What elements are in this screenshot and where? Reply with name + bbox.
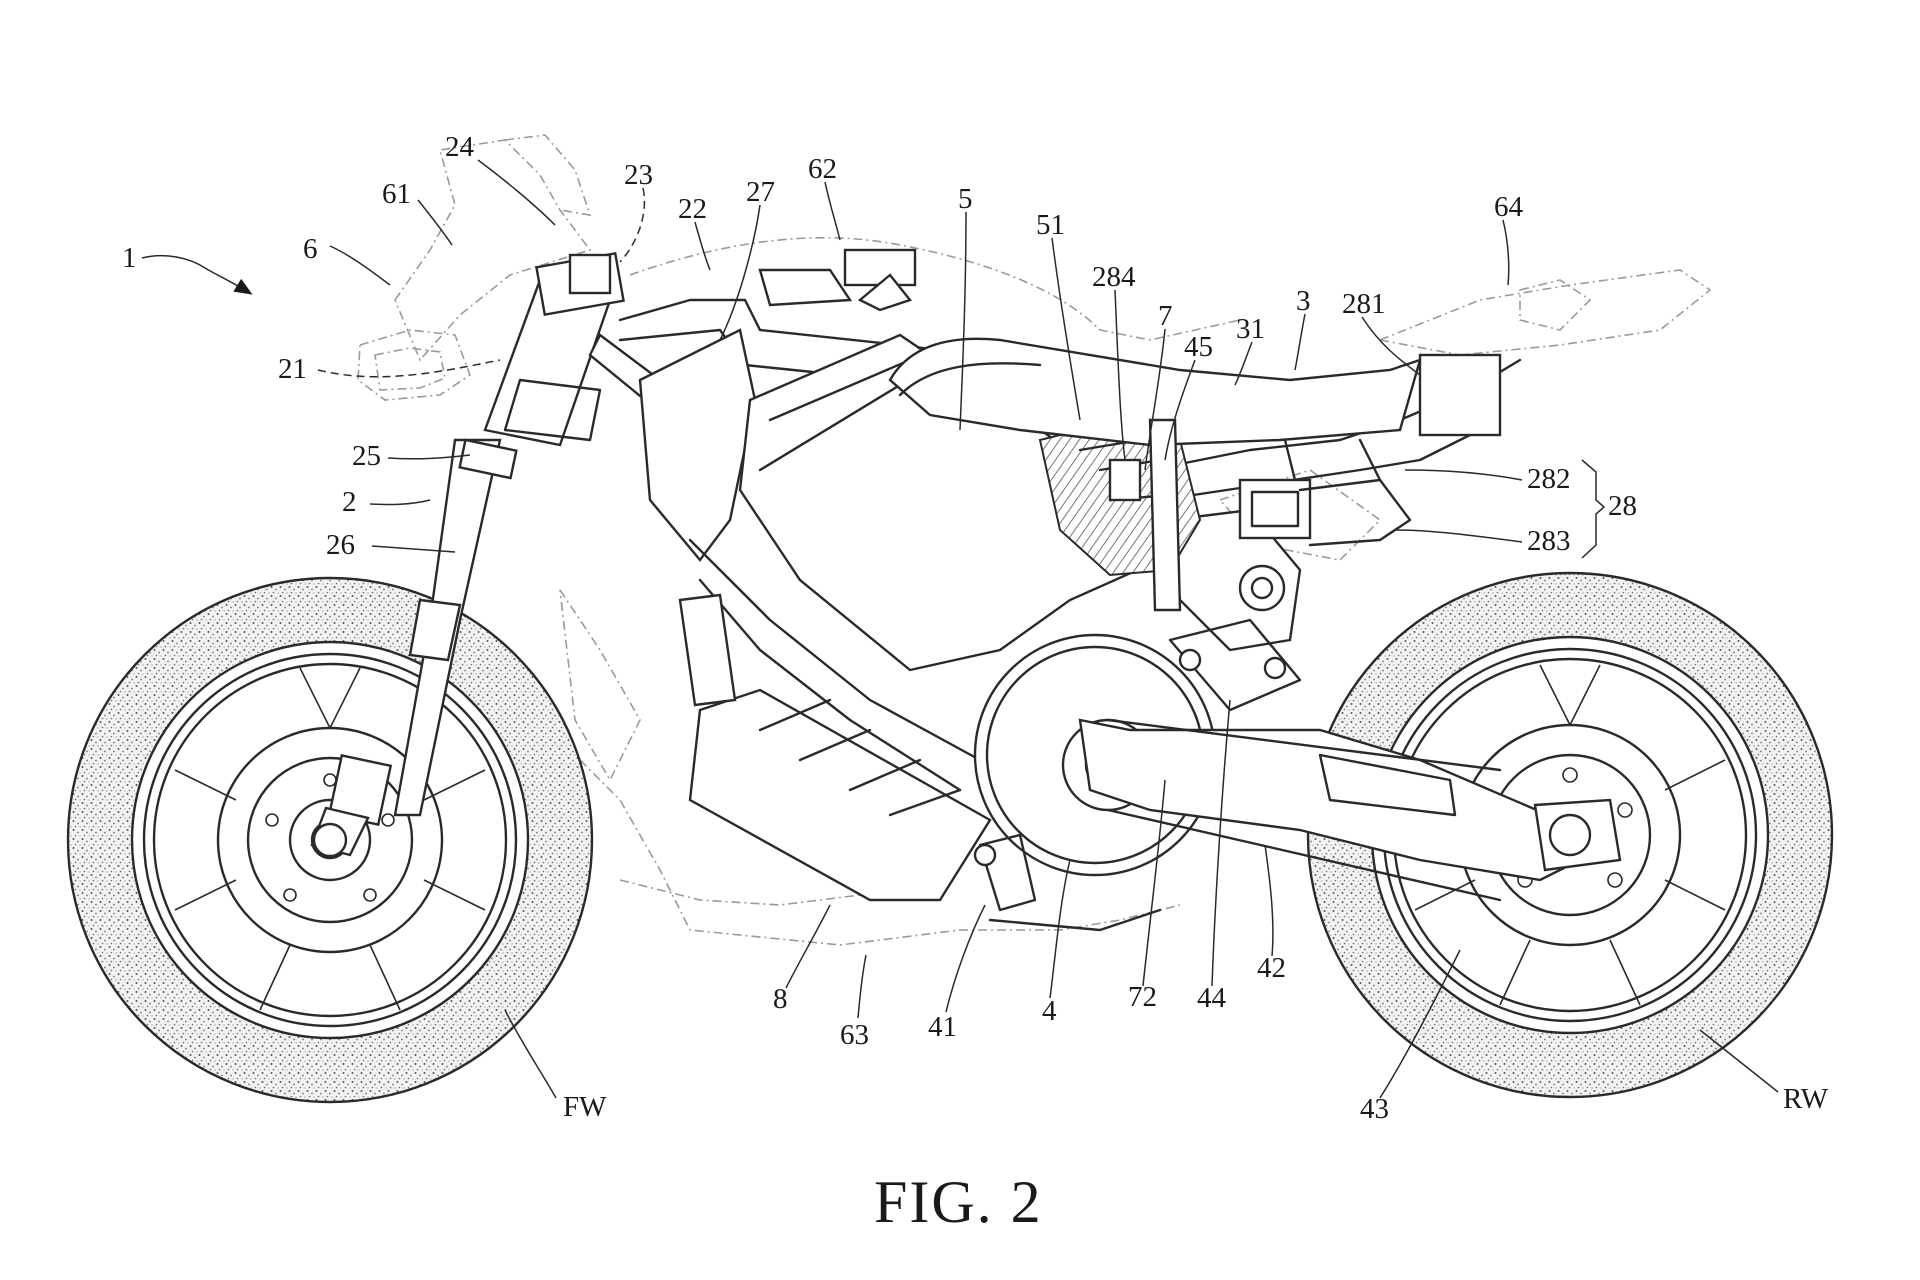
label-51: 51 — [1036, 209, 1065, 241]
reference-labels: 1 6 61 24 23 22 27 62 5 51 284 7 45 31 3… — [122, 131, 1829, 1125]
label-2: 2 — [342, 486, 357, 518]
label-fw: FW — [563, 1091, 607, 1123]
drive-belt-43 — [1106, 718, 1502, 902]
swingarm-42 — [1078, 718, 1622, 882]
label-3: 3 — [1296, 285, 1311, 317]
label-283: 283 — [1527, 525, 1571, 557]
side-scoop — [559, 589, 641, 782]
label-64: 64 — [1494, 191, 1524, 223]
headlight-inner — [374, 347, 446, 391]
front-cowl-61 — [394, 139, 592, 362]
label-26: 26 — [326, 529, 355, 561]
label-45: 45 — [1184, 331, 1213, 363]
battery-module-8 — [678, 593, 992, 902]
footpeg-41 — [973, 833, 1162, 932]
label-62: 62 — [808, 153, 837, 185]
label-25: 25 — [352, 440, 381, 472]
lower-fairing-63 — [579, 759, 1181, 946]
label-282: 282 — [1527, 463, 1571, 495]
connector-284 — [1108, 458, 1142, 502]
label-63: 63 — [840, 1019, 869, 1051]
label-22: 22 — [678, 193, 707, 225]
dash-electronics — [758, 248, 917, 312]
kickstand — [988, 908, 1162, 932]
label-31: 31 — [1236, 313, 1265, 345]
frame-plate-27 — [638, 328, 757, 562]
rear-spokes — [1414, 664, 1726, 1006]
box-282 — [1238, 478, 1312, 540]
label-rw: RW — [1783, 1083, 1829, 1115]
label-43: 43 — [1360, 1093, 1389, 1125]
label-44: 44 — [1197, 982, 1227, 1014]
tail-light — [1519, 279, 1592, 331]
tank-cover-62 — [629, 236, 1241, 341]
down-tube — [688, 538, 982, 792]
figure-caption: FIG. 2 — [874, 1169, 1043, 1235]
label-24: 24 — [445, 131, 475, 163]
fork-top — [503, 378, 602, 442]
label-281: 281 — [1342, 288, 1386, 320]
label-27: 27 — [746, 176, 775, 208]
tail-cowl-64 — [1377, 269, 1712, 356]
label-6: 6 — [303, 233, 318, 265]
label-41: 41 — [928, 1011, 957, 1043]
label-23: 23 — [624, 159, 653, 191]
label-1: 1 — [122, 242, 137, 274]
headlight-6 — [357, 329, 471, 401]
label-284: 284 — [1092, 261, 1136, 293]
linkage-44 — [1168, 618, 1302, 712]
label-4: 4 — [1042, 995, 1057, 1027]
label-28: 28 — [1608, 490, 1637, 522]
label-72: 72 — [1128, 981, 1157, 1013]
label-61: 61 — [382, 178, 411, 210]
label-42: 42 — [1257, 952, 1286, 984]
windscreen — [504, 134, 592, 217]
label-5: 5 — [958, 183, 973, 215]
shock-45 — [1148, 418, 1182, 612]
label-21: 21 — [278, 353, 307, 385]
seat-31 — [888, 337, 1422, 447]
front-spokes — [174, 667, 486, 1011]
label-8: 8 — [773, 983, 788, 1015]
leader-lines — [141, 159, 1779, 1099]
bracket-283 — [1298, 478, 1412, 547]
label-7: 7 — [1158, 300, 1173, 332]
frame-2 — [618, 298, 1522, 792]
box-281 — [1418, 353, 1502, 437]
front-fork-26 — [310, 438, 518, 858]
